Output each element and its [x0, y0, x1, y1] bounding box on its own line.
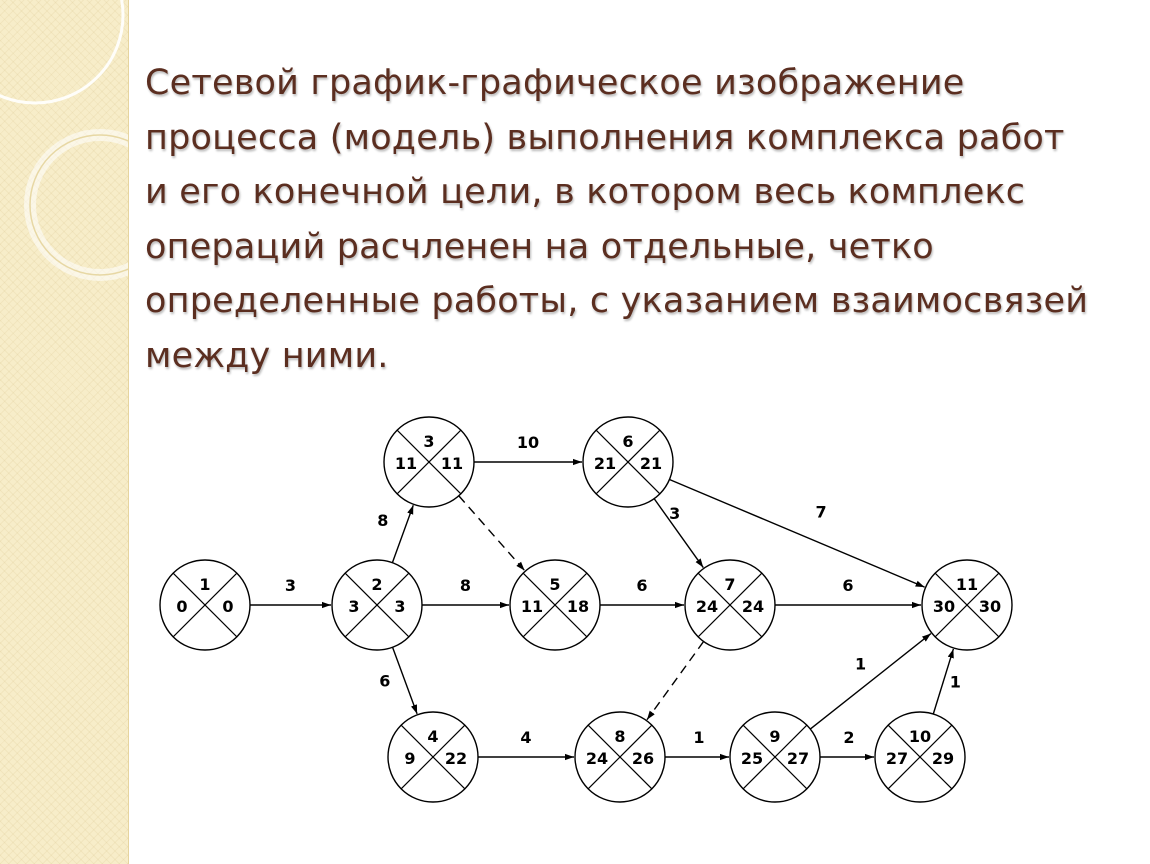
node-number: 9	[769, 727, 780, 746]
decorative-side-strip	[0, 0, 129, 864]
edge-duration-label: 3	[669, 504, 680, 523]
node-early-time: 27	[886, 749, 908, 768]
node-early-time: 9	[404, 749, 415, 768]
circle-ornament-icon	[0, 0, 128, 281]
node-early-time: 11	[521, 597, 543, 616]
node-divider	[587, 724, 653, 790]
node-divider	[742, 724, 808, 790]
edge-duration-label: 3	[285, 576, 296, 595]
node-divider	[697, 572, 763, 638]
node-early-time: 24	[586, 749, 608, 768]
node-late-time: 22	[445, 749, 467, 768]
node-number: 4	[427, 727, 438, 746]
node-early-time: 21	[594, 454, 616, 473]
node-divider	[396, 429, 462, 495]
edge-duration-label: 6	[636, 576, 647, 595]
node-divider	[934, 572, 1000, 638]
node-number: 3	[423, 432, 434, 451]
event-node-5: 5 11 18	[509, 559, 601, 651]
node-early-time: 30	[933, 597, 955, 616]
node-late-time: 27	[787, 749, 809, 768]
edge-duration-label: 8	[460, 576, 471, 595]
node-late-time: 30	[979, 597, 1001, 616]
node-late-time: 21	[640, 454, 662, 473]
node-early-time: 3	[348, 597, 359, 616]
node-divider	[595, 429, 661, 495]
node-early-time: 11	[395, 454, 417, 473]
edge-6-11	[669, 478, 925, 588]
event-node-6: 6 21 21	[582, 416, 674, 508]
node-late-time: 18	[567, 597, 589, 616]
node-late-time: 0	[222, 597, 233, 616]
event-node-8: 8 24 26	[574, 711, 666, 803]
node-divider	[172, 572, 238, 638]
event-node-9: 9 25 27	[729, 711, 821, 803]
edge-9-11	[809, 633, 932, 730]
node-number: 5	[549, 575, 560, 594]
event-node-3: 3 11 11	[383, 416, 475, 508]
edge-6-7	[653, 498, 704, 568]
node-late-time: 24	[742, 597, 764, 616]
node-divider	[522, 572, 588, 638]
node-number: 7	[724, 575, 735, 594]
node-number: 1	[199, 575, 210, 594]
node-divider	[887, 724, 953, 790]
node-number: 6	[622, 432, 633, 451]
edge-duration-label: 7	[815, 502, 826, 521]
slide-definition-text: Сетевой график-графическое изображение п…	[145, 63, 1089, 376]
event-node-1: 10 0	[159, 559, 251, 651]
edge-duration-label: 1	[950, 672, 961, 691]
node-number: 10	[909, 727, 931, 746]
node-divider	[344, 572, 410, 638]
edge-duration-label: 6	[379, 672, 390, 691]
edge-duration-label: 1	[693, 728, 704, 747]
node-early-time: 0	[176, 597, 187, 616]
edge-2-4	[391, 646, 418, 715]
node-number: 8	[614, 727, 625, 746]
edge-10-11	[932, 648, 955, 715]
edge-duration-label: 8	[377, 511, 388, 530]
event-node-7: 7 24 24	[684, 559, 776, 651]
node-late-time: 11	[441, 454, 463, 473]
node-early-time: 24	[696, 597, 718, 616]
node-late-time: 26	[632, 749, 654, 768]
edge-duration-label: 10	[517, 433, 539, 452]
node-number: 2	[371, 575, 382, 594]
node-divider	[400, 724, 466, 790]
edge-7-8	[646, 641, 705, 721]
node-late-time: 3	[394, 597, 405, 616]
edge-duration-label: 6	[842, 576, 853, 595]
edge-3-5	[458, 495, 526, 571]
event-node-2: 23 3	[331, 559, 423, 651]
edge-duration-label: 1	[855, 654, 866, 673]
edge-2-3	[391, 504, 414, 563]
node-early-time: 25	[741, 749, 763, 768]
node-late-time: 29	[932, 749, 954, 768]
edge-duration-label: 4	[520, 728, 531, 747]
edge-duration-label: 2	[843, 728, 854, 747]
node-number: 11	[956, 575, 978, 594]
event-node-4: 49 22	[387, 711, 479, 803]
